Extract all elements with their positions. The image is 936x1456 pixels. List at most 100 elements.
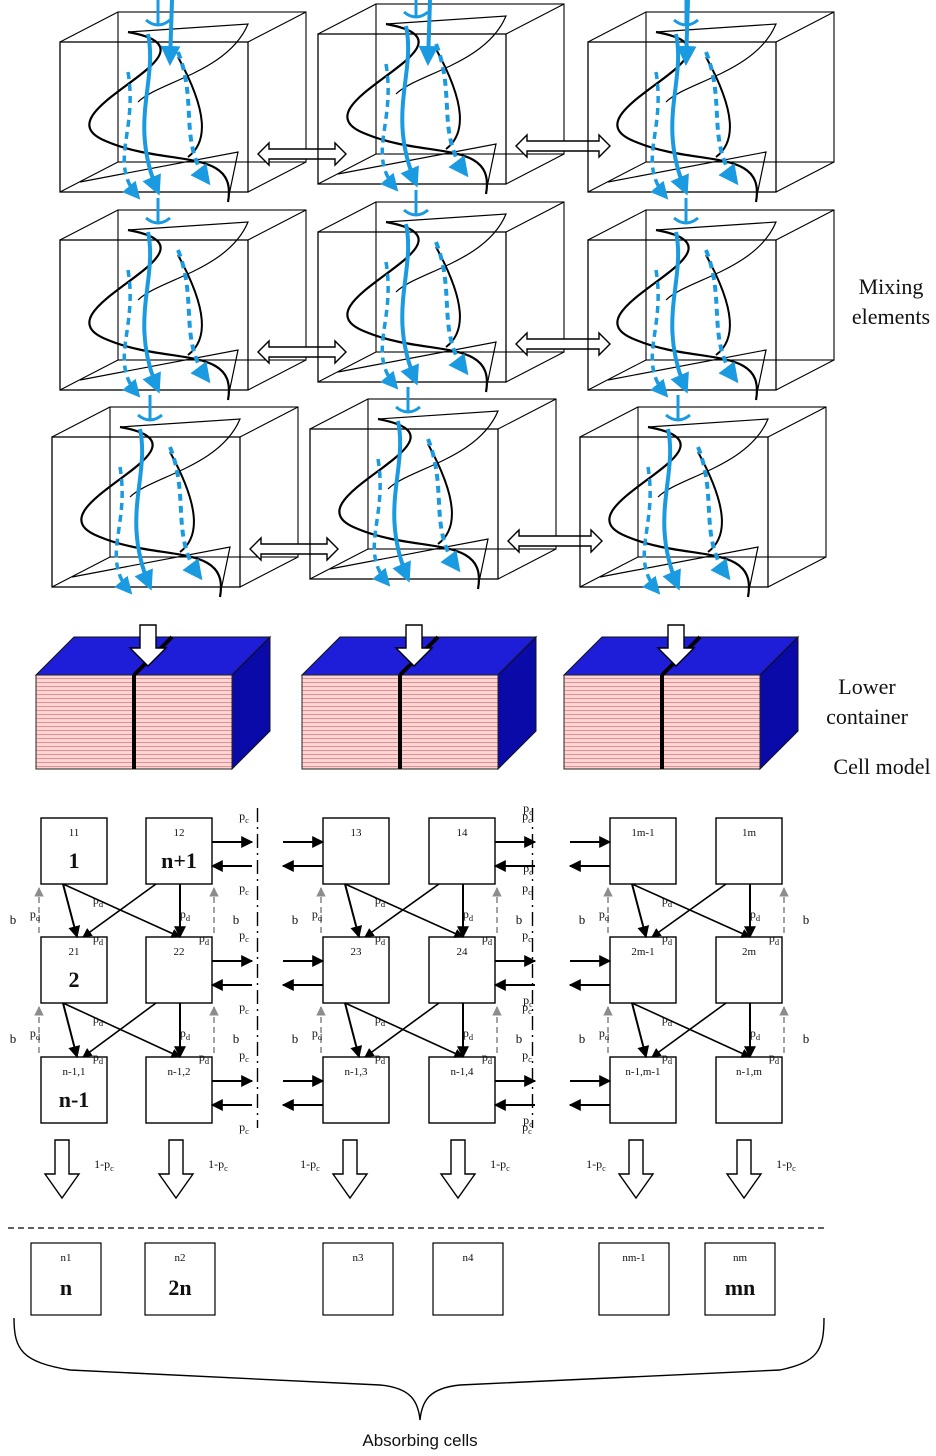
label-pd: pd [30, 907, 41, 923]
label-pd: pd [599, 1026, 610, 1042]
label-pc: pc [522, 1120, 532, 1136]
flow-arrow-dashed [380, 63, 399, 192]
inflow-arrow [403, 0, 429, 19]
label-pd: pd [662, 1050, 673, 1066]
exit-arrow-shape [725, 1139, 763, 1200]
absorbing-cell: nm-1 [598, 1242, 670, 1316]
flow-arrow-dashed [122, 71, 141, 200]
flow-arrow-dashed [114, 466, 133, 595]
cell-box [40, 936, 108, 1004]
exit-arrow: 1-pc [43, 1139, 114, 1200]
flow-arrow-solid [134, 428, 153, 591]
exit-arrow-shape [43, 1139, 81, 1200]
inflow-arrow [665, 395, 691, 422]
label-lower-container: Lower container [812, 672, 922, 732]
flow-arrow-dashed [176, 249, 211, 384]
cell-id: 2m [742, 946, 757, 958]
cell-id: 13 [351, 827, 363, 839]
exit-arrow-shape [439, 1139, 477, 1200]
cube-edge [505, 351, 565, 383]
absorbing-cell-big-label: n [60, 1275, 72, 1300]
cube-edge [59, 11, 119, 43]
exit-arrow-shape [617, 1139, 655, 1200]
label-pd: pd [662, 931, 673, 947]
flow-arrow-solid [670, 33, 689, 196]
flow-arrow-dashed [434, 43, 469, 178]
cube-back-face [375, 201, 565, 353]
cell-box [715, 936, 783, 1004]
flow-arrow-solid [662, 428, 681, 591]
inflow-arrow [137, 395, 163, 422]
arrow-pd-cross [631, 1002, 751, 1058]
label-b: b [233, 1031, 240, 1046]
label-pc: pc [523, 993, 533, 1009]
cube-edge [247, 161, 307, 193]
mixing-element [317, 190, 565, 393]
cube-back-face [637, 406, 827, 558]
cell-id: 1m-1 [631, 827, 654, 839]
flow-arrow-dashed [380, 261, 399, 390]
cell-id: 21 [69, 946, 80, 958]
cell-id: n-1,m-1 [625, 1066, 660, 1078]
cell-id: 12 [174, 827, 185, 839]
helical-blade-edge [329, 538, 489, 588]
helical-blade-edge [337, 143, 497, 193]
label-pd: pd [769, 1050, 780, 1066]
cube-edge [317, 201, 377, 233]
cell: 2m-1 [609, 936, 677, 1004]
absorbing-cell-id: nm-1 [622, 1252, 645, 1264]
mixing-element [587, 0, 835, 203]
helical-blade-edge [607, 349, 767, 399]
absorbing-cell: n1n [30, 1242, 102, 1316]
label-exit: 1-pc [776, 1157, 796, 1173]
cell-box [40, 1056, 108, 1124]
cell: n-1,4 [428, 1056, 496, 1124]
flow-arrow-dashed [426, 438, 461, 573]
helical-blade-edge [427, 443, 453, 545]
exit-arrow: 1-pc [586, 1139, 655, 1200]
label-pd: pd [375, 893, 386, 909]
label-pd: pd [750, 907, 761, 923]
cube-edge [775, 359, 835, 391]
cell-big-label: n+1 [161, 848, 197, 873]
exchange-arrow [515, 331, 611, 357]
cell: n-1,m-1 [609, 1056, 677, 1124]
label-exit: 1-pc [586, 1157, 606, 1173]
flow-arrow-dashed [696, 446, 731, 581]
label-pd: pd [30, 1026, 41, 1042]
cell-id: 14 [457, 827, 469, 839]
cell-box [609, 1056, 677, 1124]
label-pd: pd [375, 1050, 386, 1066]
label-pc: pc [522, 1048, 532, 1064]
label-mixing-elements: Mixing elements [836, 272, 936, 332]
label-b: b [579, 1031, 586, 1046]
cell: n-1,2 [145, 1056, 213, 1124]
cube-back-face [645, 11, 835, 163]
mixing-element [51, 395, 299, 598]
label-absorbing-cells: Absorbing cells [362, 1431, 478, 1450]
discharge-arrow [128, 624, 168, 667]
cell: 24 [428, 936, 496, 1004]
flow-arrow-dashed [434, 241, 469, 376]
helical-blade-edge [599, 546, 759, 596]
cube-edge [775, 161, 835, 193]
cube-edge [309, 398, 369, 430]
helical-blade-edge [169, 451, 195, 553]
arrow-pd-cross [631, 883, 751, 938]
cube-front-face [59, 239, 249, 391]
label-b: b [516, 912, 523, 927]
cube-edge [51, 556, 111, 588]
helical-blade-edge [435, 48, 461, 150]
mixing-element [59, 0, 307, 203]
arrow-pd-down [62, 1002, 81, 1059]
cube-edge [59, 209, 119, 241]
cell-box [145, 1056, 213, 1124]
inflow-arrow [145, 0, 171, 27]
cell: n-1,1n-1 [40, 1056, 108, 1124]
cube-edge [767, 406, 827, 438]
inflow-arrow [145, 198, 171, 225]
